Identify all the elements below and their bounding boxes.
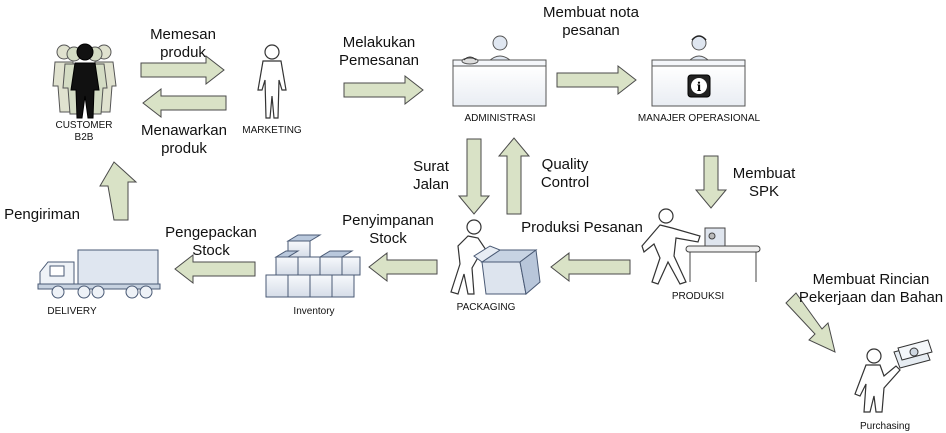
flow-memesan-label: Memesan produk [128,26,238,62]
money-icon [893,339,933,369]
flow-nota-label: Membuat nota pesanan [526,4,656,40]
arrow-produksi-pesanan [550,251,631,283]
actor-produksi-label: PRODUKSI [671,291,725,302]
melakukan-line1: Melakukan [342,34,416,51]
spk-line1: Membuat [732,165,796,182]
pengepackan-line2: Stock [192,242,230,259]
info-icon: i [697,80,702,94]
rincian-line1: Membuat Rincian [812,271,930,288]
customer-group-icon [52,43,117,119]
spk-line2: SPK [748,183,779,200]
arrow-melakukan [343,74,424,106]
arrow-spk [694,155,728,209]
flow-spk-label: Membuat SPK [724,165,804,201]
delivery-truck-icon [37,249,161,299]
customer-label-line1: CUSTOMER [55,120,113,131]
actor-manajer-label: MANAJER OPERASIONAL [637,113,761,124]
memesan-line2: produk [160,44,206,61]
actor-marketing-label: MARKETING [242,125,302,136]
actor-customer-label: CUSTOMER B2B [42,120,126,144]
menawarkan-line2: produk [161,140,207,157]
flow-menawarkan-label: Menawarkan produk [124,122,244,158]
actor-purchasing-label: Purchasing [859,421,911,432]
nota-line1: Membuat nota [543,4,639,21]
surat-jalan-line2: Jalan [413,176,449,193]
flow-melakukan-label: Melakukan Pemesanan [324,34,434,70]
surat-jalan-line1: Surat [413,158,449,175]
arrow-surat-jalan [457,138,491,215]
nota-line2: pesanan [562,22,620,39]
rincian-line2: Pekerjaan dan Bahan [798,289,944,306]
arrow-pengiriman [99,161,138,221]
conveyor-icon [685,227,761,282]
melakukan-line2: Pemesanan [338,52,420,69]
actor-inventory-label: Inventory [293,306,335,317]
arrow-menawarkan [142,87,227,119]
customer-label-line2: B2B [74,132,94,143]
actor-delivery-label: DELIVERY [47,306,97,317]
purchasing-person-icon [854,348,901,413]
penyimpanan-line2: Stock [369,230,407,247]
memesan-line1: Memesan [150,26,216,43]
flow-penyimpanan-label: Penyimpanan Stock [340,212,436,248]
menawarkan-line1: Menawarkan [141,122,227,139]
quality-line2: Control [540,174,590,191]
inventory-boxes-icon [265,234,361,298]
marketing-person-icon [257,44,287,119]
administrasi-desk-icon [452,35,547,107]
arrow-quality-control [497,137,531,215]
flow-surat-jalan-label: Surat Jalan [406,158,456,194]
flow-pengiriman-label: Pengiriman [4,206,80,223]
arrow-pengepackan [174,253,256,285]
pengepackan-line1: Pengepackan [165,224,257,241]
arrow-penyimpanan [368,251,438,283]
arrow-memesan [140,54,225,86]
produksi-worker-icon [641,208,701,285]
manajer-desk-icon: i [651,35,746,107]
flow-produksi-pesanan-label: Produksi Pesanan [521,219,643,236]
actor-packaging-label: PACKAGING [456,302,516,313]
arrow-rincian [785,292,836,353]
flow-pengepackan-label: Pengepackan Stock [156,224,266,260]
flow-quality-label: Quality Control [532,156,598,192]
flow-rincian-label: Membuat Rincian Pekerjaan dan Bahan [796,271,946,307]
penyimpanan-line1: Penyimpanan [342,212,434,229]
arrow-nota [556,64,637,96]
actor-administrasi-label: ADMINISTRASI [464,113,536,124]
quality-line1: Quality [541,156,589,173]
open-box-icon [473,245,541,295]
